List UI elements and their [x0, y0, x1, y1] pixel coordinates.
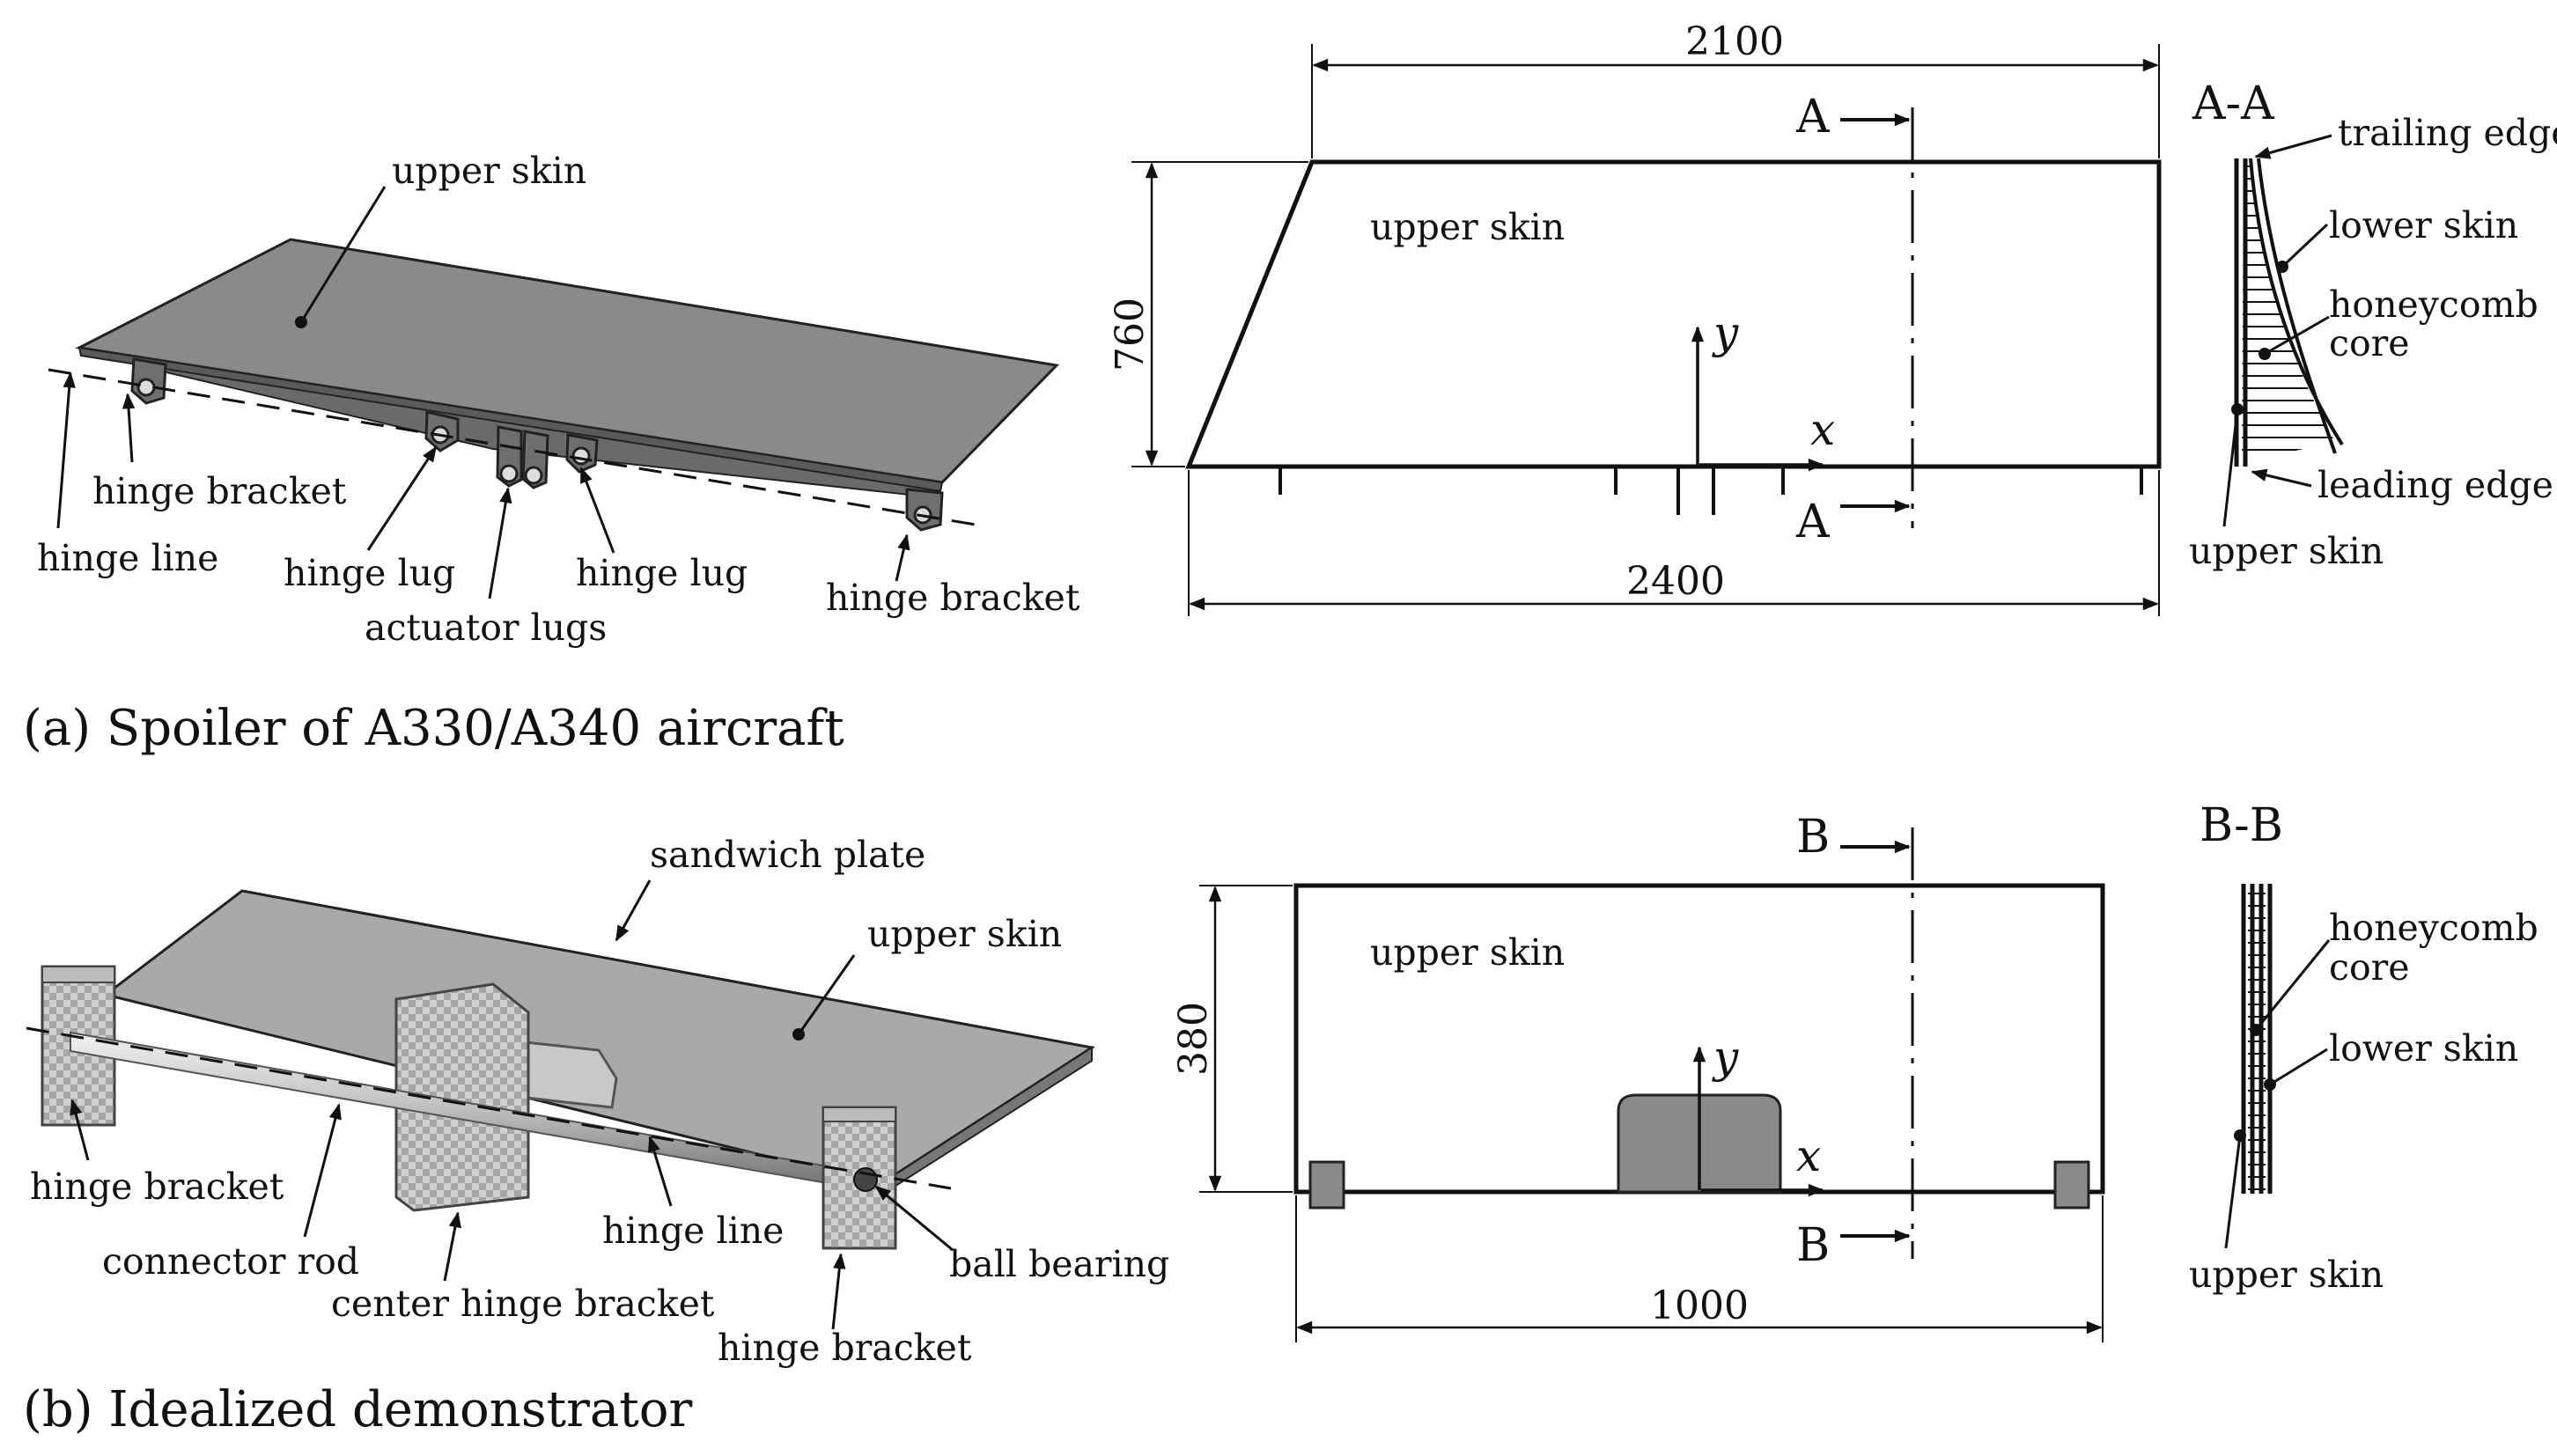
label-upper-skin-drawing-b: upper skin	[1370, 931, 1565, 974]
axis-x-b: x	[1796, 1130, 1821, 1181]
section-mark-a-bottom: A	[1795, 496, 1831, 548]
label-hinge-bracket-right-a: hinge bracket	[826, 577, 1080, 619]
label-lower-skin-b: lower skin	[2329, 1027, 2518, 1070]
section-a-a-title: A-A	[2192, 77, 2275, 130]
label-trailing-edge: trailing edge	[2338, 112, 2557, 154]
label-connector-rod: connector rod	[102, 1240, 359, 1283]
dim-2100: 2100	[1685, 19, 1784, 64]
label-upper-skin-a: upper skin	[392, 150, 586, 192]
label-upper-skin-section-b: upper skin	[2189, 1254, 2384, 1296]
section-b-b-title: B-B	[2200, 799, 2283, 852]
dim-1000: 1000	[1650, 1283, 1749, 1328]
label-sandwich-plate: sandwich plate	[650, 834, 925, 876]
dim-2400: 2400	[1626, 559, 1725, 604]
bracket-right-plan	[2053, 1160, 2090, 1210]
label-upper-skin-drawing-a: upper skin	[1370, 206, 1565, 248]
label-hinge-bracket-left-b: hinge bracket	[30, 1166, 284, 1208]
label-honeycomb-b: honeycomb	[2329, 907, 2539, 949]
label-actuator-lugs: actuator lugs	[365, 607, 607, 649]
spoiler-planform-drawing: 2100 760 2400 A A y x upper skin	[1108, 19, 2162, 616]
leader-dot	[2276, 261, 2288, 273]
demonstrator-3d-view: sandwich plate upper skin hinge bracket …	[26, 834, 1169, 1369]
dim-380: 380	[1171, 1002, 1216, 1076]
label-center-hinge-bracket: center hinge bracket	[331, 1283, 715, 1325]
section-mark-b-top: B	[1796, 811, 1830, 864]
section-mark-a-top: A	[1795, 91, 1831, 143]
label-hinge-lug-right: hinge lug	[576, 552, 748, 594]
leader-dot	[792, 1028, 805, 1041]
label-core-b: core	[2329, 946, 2410, 989]
demonstrator-planform-drawing: 380 1000 B B y x upper skin	[1171, 811, 2105, 1342]
ball-bearing-shape	[853, 1167, 878, 1192]
hinge-line-b	[26, 1026, 952, 1190]
section-mark-b-bottom: B	[1796, 1219, 1830, 1272]
leader-dot	[2234, 1129, 2246, 1142]
caption-a: (a) Spoiler of A330/A340 aircraft	[23, 700, 844, 757]
label-hinge-bracket-left-a: hinge bracket	[92, 470, 347, 512]
center-hinge-bracket-block	[394, 982, 530, 1212]
label-core-a: core	[2329, 322, 2410, 364]
label-upper-skin-section-a: upper skin	[2189, 530, 2384, 572]
label-hinge-line-b: hinge line	[602, 1210, 784, 1252]
hinge-line-a	[48, 368, 987, 528]
leader-dot	[2231, 403, 2244, 415]
axis-y-b: y	[1712, 1032, 1739, 1083]
label-ball-bearing: ball bearing	[949, 1243, 1169, 1285]
dim-760: 760	[1108, 298, 1153, 371]
label-hinge-line-a: hinge line	[37, 537, 218, 579]
leader-dot	[2250, 1024, 2262, 1036]
section-b-b: B-B honeycomb core lower skin upper skin	[2189, 799, 2539, 1296]
label-leading-edge: leading edge	[2318, 464, 2553, 506]
axis-y-a: y	[1712, 307, 1739, 358]
section-a-a: A-A trailing edge lower skin honeycomb c…	[2189, 77, 2557, 572]
label-lower-skin-a: lower skin	[2329, 204, 2518, 246]
label-hinge-bracket-right-b: hinge bracket	[718, 1327, 972, 1369]
label-hinge-lug-left: hinge lug	[284, 552, 455, 594]
label-honeycomb-a: honeycomb	[2329, 283, 2539, 326]
leader-dot	[2259, 348, 2271, 360]
leader-dot	[2264, 1078, 2276, 1091]
label-upper-skin-b: upper skin	[867, 913, 1062, 955]
caption-b: (b) Idealized demonstrator	[23, 1381, 692, 1438]
leader-dot	[295, 316, 307, 328]
bracket-left-plan	[1308, 1160, 1345, 1210]
axis-x-a: x	[1810, 404, 1835, 455]
spoiler-3d-view: upper skin hinge bracket hinge line hing…	[37, 150, 1080, 649]
